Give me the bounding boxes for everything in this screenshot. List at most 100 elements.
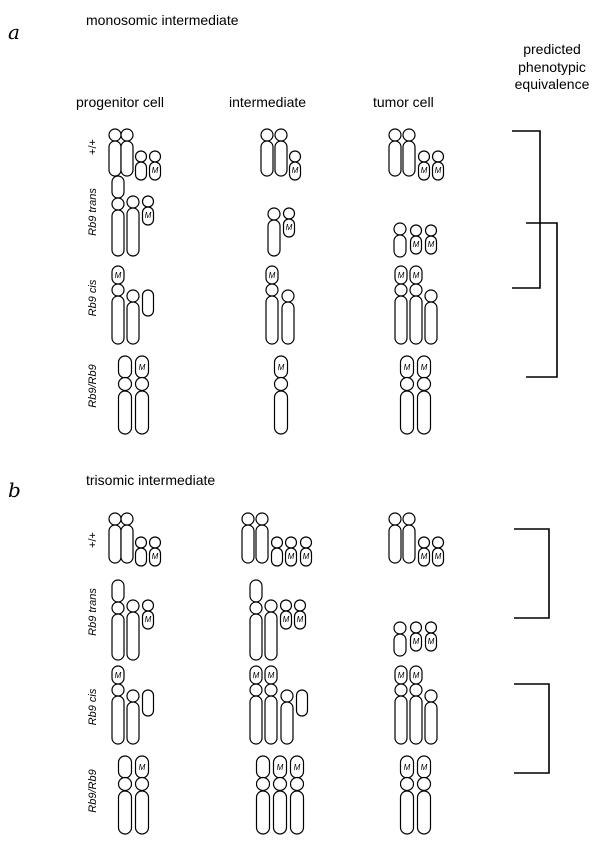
mutation-label: M [428,240,435,249]
chromosome-arm [409,695,423,745]
mutation-label: M [294,763,301,772]
chromosome-arm-short [424,632,438,652]
col-header-intermediate: intermediate [229,94,306,110]
chromosome-rb-arm [399,790,415,835]
chromosome-arm-short [417,161,431,181]
mutation-label: M [398,271,405,280]
chromosome-translocation-cap [111,579,125,603]
chromosome-centromere [265,283,279,297]
chromosome-centromere [409,283,423,297]
chromosome-arm [394,295,408,345]
chromosome-rb-arm [272,790,288,835]
chromosome-head [417,150,431,163]
chromosome-rb-top [117,355,133,379]
mutation-label: M [152,552,159,561]
chromosome-head [126,195,140,209]
chromosome-rb-arm [416,390,432,435]
chromosome-centromere [399,376,415,392]
equivalence-bracket-b-bottom [514,683,550,774]
chromosome-centromere [416,376,432,392]
chromosome-head [267,207,281,221]
chromosome-arm-short [284,547,298,567]
chromosome-head [270,536,284,549]
mutation-label: M [145,211,152,220]
chromosome-centromere [111,601,125,615]
chromosome-head [284,536,298,549]
chromosome-rb-arm [117,790,133,835]
chromosome-arm [424,701,438,745]
chromosome-centromere [416,776,432,792]
chromosome-arm [249,695,263,745]
chromosome-arm-short [270,547,284,567]
panel-b-letter: b [8,478,21,502]
mutation-label: M [303,552,310,561]
chromosome-head [134,536,148,549]
chromosome-arm [274,140,288,177]
mutation-label: M [435,166,442,175]
chromosome-head [393,222,407,236]
chromosome-arm [120,524,134,564]
chromosome-head [148,536,162,549]
row-label-b-wt: +/+ [87,532,99,548]
chromosome-arm [249,613,263,661]
chromosome-head [288,150,302,163]
chromosome-head [108,128,122,142]
chromosome-stub [141,689,155,717]
mutation-label: M [115,271,122,280]
panel-a-letter: a [8,20,20,44]
chromosome-arm [111,613,125,661]
pred-header-line1: predicted [523,41,581,57]
chromosome-centromere [394,683,408,697]
chromosome-head [126,599,140,613]
chromosome-arm [111,295,125,345]
chromosome-rb-arm [134,390,150,435]
chromosome-head [299,536,313,549]
chromosome-rb-arm [273,390,289,435]
mutation-label: M [428,637,435,646]
chromosome-centromere [273,376,289,392]
chromosome-arm-short [409,632,423,652]
chromosome-head [255,512,269,526]
chromosome-head [409,224,423,237]
chromosome-centromere [134,776,150,792]
chromosome-head [281,289,295,303]
chromosome-arm-short [431,161,445,181]
mutation-label: M [139,763,146,772]
mutation-label: M [413,637,420,646]
chromosome-arm [126,701,140,745]
row-label-a-rb9rb9: Rb9/Rb9 [87,364,99,407]
row-label-a-wt: +/+ [87,139,99,155]
chromosome-head [260,128,274,142]
chromosome-stub [295,689,309,717]
chromosome-arm [108,524,122,564]
col-header-tumor: tumor cell [373,94,434,110]
pred-header-line2: phenotypic [518,59,586,75]
chromosome-arm-short [134,161,148,181]
panel-b-title: trisomic intermediate [86,472,215,488]
mutation-label: M [398,671,405,680]
chromosome-head [393,621,407,635]
chromosome-head [431,536,445,549]
chromosome-head [424,689,438,703]
chromosome-rb-arm [399,390,415,435]
chromosome-head [402,512,416,526]
chromosome-arm-short [134,547,148,567]
chromosome-head [424,289,438,303]
chromosome-centromere [117,776,133,792]
chromosome-arm [241,524,255,564]
equivalence-bracket-b-top [514,528,550,619]
chromosome-head [134,150,148,163]
chromosome-head [241,512,255,526]
chromosome-arm-short [417,547,431,567]
chromosome-arm-short [431,547,445,567]
pred-header-line3: equivalence [515,76,590,92]
chromosome-arm [111,695,125,745]
chromosome-translocation-cap [111,175,125,199]
chromosome-centromere [394,283,408,297]
mutation-label: M [292,166,299,175]
chromosome-head [424,621,438,634]
chromosome-head [424,224,438,237]
col-header-progenitor: progenitor cell [76,94,164,110]
row-label-b-cis: Rb9 cis [87,688,99,725]
